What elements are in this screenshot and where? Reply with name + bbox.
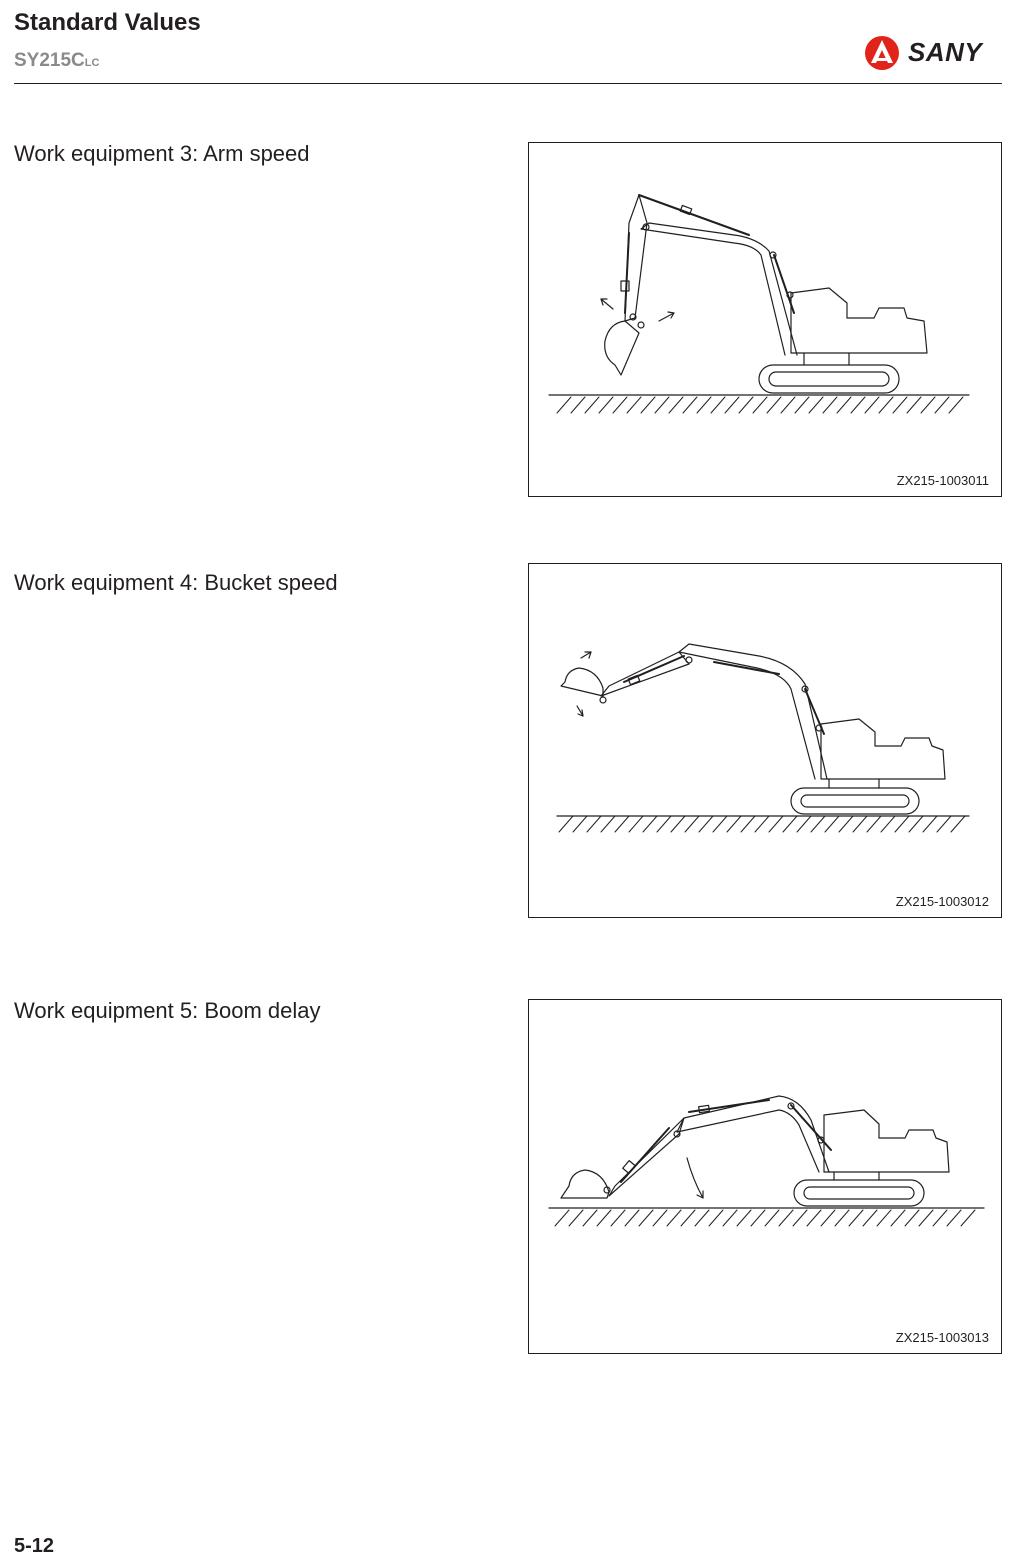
figure-code: ZX215-1003011 xyxy=(896,473,989,488)
header-divider xyxy=(14,83,1002,84)
section-label-bucket-speed: Work equipment 4: Bucket speed xyxy=(14,570,338,595)
figure-boom-delay: ZX215-1003013 xyxy=(528,999,1002,1354)
page-number: 5-12 xyxy=(14,1535,55,1557)
model-name: SY215CLC xyxy=(14,50,100,71)
figure-bucket-speed: ZX215-1003012 xyxy=(528,563,1002,918)
section-label-boom-delay: Work equipment 5: Boom delay xyxy=(14,998,321,1023)
section-label-arm-speed: Work equipment 3: Arm speed xyxy=(14,141,310,166)
page-title: Standard Values xyxy=(14,9,201,36)
figure-code: ZX215-1003012 xyxy=(895,894,989,909)
model-suffix: LC xyxy=(84,57,100,69)
figure-code: ZX215-1003013 xyxy=(895,1330,989,1345)
sany-logo-icon xyxy=(865,36,899,70)
excavator-arm-speed-diagram xyxy=(548,194,970,414)
excavator-boom-delay-diagram xyxy=(548,1095,985,1227)
figure-arm-speed: ZX215-1003011 xyxy=(528,142,1002,497)
brand-wordmark: SANY xyxy=(908,37,983,67)
excavator-bucket-speed-diagram xyxy=(556,643,970,833)
